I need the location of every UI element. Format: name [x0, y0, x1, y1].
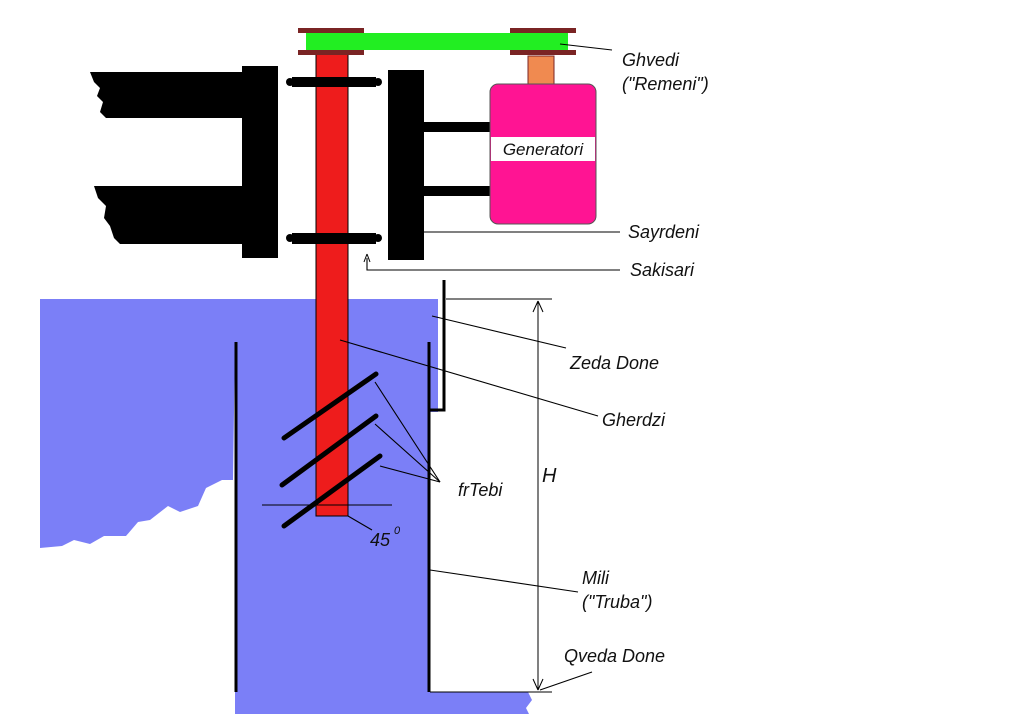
generator-label: Generatori: [503, 140, 585, 159]
bolt-icon: [286, 78, 294, 86]
generator-label-band: [491, 137, 595, 161]
belt-label-alt: ("Remeni"): [622, 74, 709, 94]
angle-unit: 0: [394, 525, 401, 537]
pulley-left-bottom: [298, 50, 364, 55]
arrow-up-icon: [532, 300, 544, 313]
lower-level-label: Qveda Done: [564, 646, 665, 666]
blades-label: frTebi: [458, 480, 503, 500]
generator-mount-upper: [424, 122, 492, 132]
drive-belt: [306, 33, 568, 50]
bearing-label: Sayrdeni: [628, 222, 700, 242]
bolt-icon: [374, 78, 382, 86]
blade: [279, 413, 379, 488]
pipe-label-alt: ("Truba"): [582, 592, 652, 612]
frame-left-column: [242, 66, 278, 258]
bolt-label: Sakisari: [630, 260, 695, 280]
bearing-lower: [292, 233, 376, 244]
generator-coupling: [527, 55, 555, 85]
pulley-left-top: [298, 28, 364, 33]
axle-label: Gherdzi: [602, 410, 666, 430]
frame-upper-arm: [90, 72, 242, 118]
frame-right-column: [388, 70, 424, 260]
bolt-icon: [286, 234, 294, 242]
upper-level-label: Zeda Done: [569, 353, 659, 373]
height-label: H: [542, 465, 557, 487]
upper-reservoir-wall: [430, 280, 446, 412]
pipe-label: Mili: [582, 568, 610, 588]
belt-label: Ghvedi: [622, 50, 680, 70]
arrow-up-icon: [363, 253, 371, 263]
bolt-icon: [374, 234, 382, 242]
blade: [281, 371, 379, 441]
pulley-right-top: [510, 28, 576, 33]
bearing-upper: [292, 77, 376, 87]
frame-lower-arm: [94, 186, 242, 244]
pulley-right-bottom: [510, 50, 576, 55]
angle-label: 45: [370, 530, 391, 550]
generator-mount-lower: [424, 186, 492, 196]
blade: [281, 453, 383, 529]
arrow-down-icon: [532, 678, 544, 691]
water-body: [40, 299, 532, 714]
